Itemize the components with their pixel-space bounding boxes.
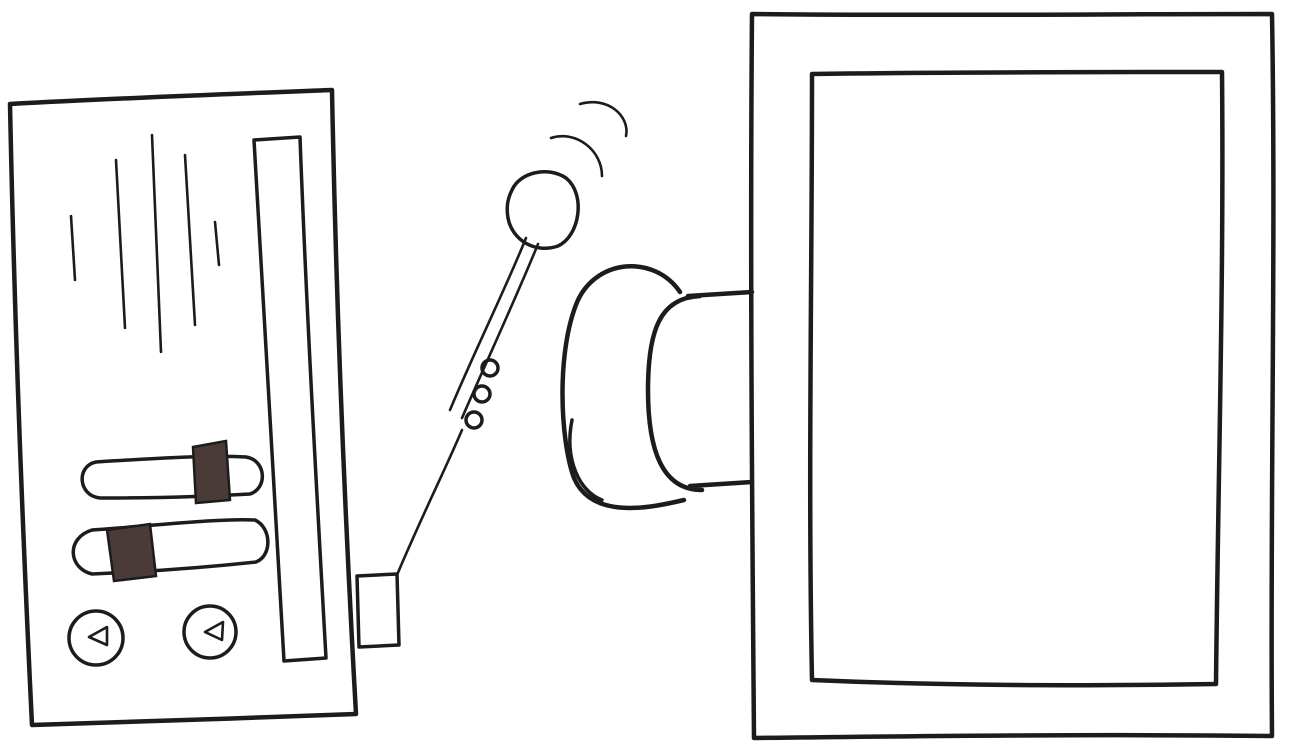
viewing-tube-bottom bbox=[687, 479, 755, 489]
monitor-screen[interactable] bbox=[807, 69, 1225, 688]
slider-1[interactable] bbox=[80, 439, 265, 505]
dial-1-ring bbox=[67, 609, 125, 667]
display-strip bbox=[252, 135, 328, 663]
probe-shaft-right bbox=[460, 242, 540, 420]
viewing-tube bbox=[560, 263, 755, 511]
probe-shaft-left bbox=[448, 236, 528, 412]
probe-grip-ring-1 bbox=[480, 358, 500, 378]
probe-wand[interactable] bbox=[448, 170, 580, 430]
level-bar-4 bbox=[183, 153, 197, 327]
dial-1-pointer bbox=[87, 625, 109, 647]
slider-2-track bbox=[71, 517, 270, 576]
signal-waves-icon bbox=[549, 101, 628, 178]
dial-1[interactable] bbox=[67, 609, 125, 667]
probe-grip-ring-2 bbox=[472, 384, 492, 404]
probe-grip-ring-3 bbox=[464, 410, 484, 430]
level-bar-1 bbox=[69, 214, 77, 282]
control-unit bbox=[7, 87, 359, 728]
connector-plug bbox=[355, 572, 401, 649]
viewing-tube-inner bbox=[645, 293, 705, 493]
slider-2-knob[interactable] bbox=[105, 522, 158, 583]
dial-2[interactable] bbox=[182, 604, 238, 660]
slider-1-knob[interactable] bbox=[191, 439, 232, 505]
viewing-tube-lip bbox=[568, 418, 604, 502]
control-unit-outline bbox=[7, 87, 359, 728]
monitor bbox=[748, 11, 1276, 741]
viewing-tube-outer bbox=[560, 263, 687, 511]
signal-wave-outer bbox=[578, 101, 628, 138]
viewing-tube-top bbox=[685, 289, 755, 299]
level-bar-3 bbox=[150, 133, 163, 354]
probe-tip bbox=[505, 170, 580, 250]
slider-2[interactable] bbox=[71, 517, 270, 583]
level-bar-2 bbox=[114, 158, 127, 330]
monitor-frame bbox=[748, 11, 1276, 741]
signal-wave-inner bbox=[549, 135, 604, 178]
slider-1-track bbox=[80, 454, 265, 500]
level-bar-5 bbox=[213, 220, 221, 267]
dial-2-ring bbox=[182, 604, 238, 660]
dial-2-pointer bbox=[203, 620, 225, 642]
level-bars bbox=[69, 133, 221, 354]
probe-cable bbox=[395, 428, 464, 577]
